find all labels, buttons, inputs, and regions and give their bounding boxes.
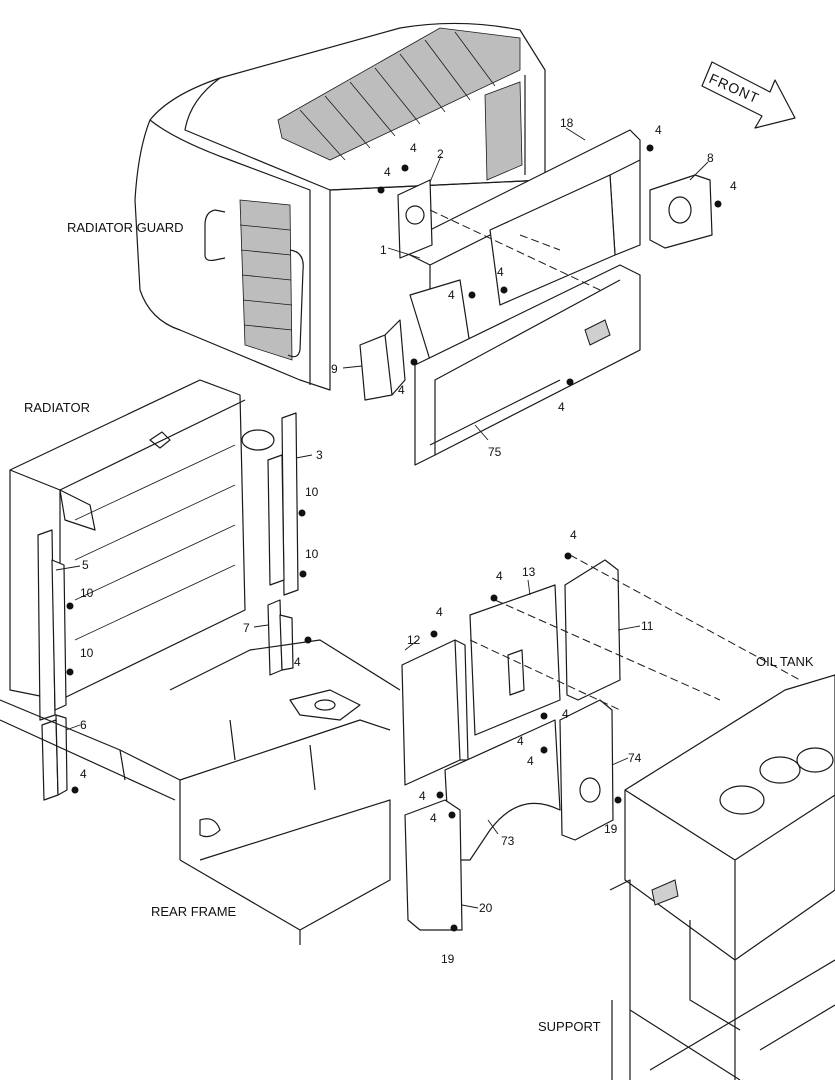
alignment-line-d	[494, 599, 721, 701]
callout-10: 10	[80, 646, 94, 660]
callout-numbers: 18 4 2 4 4 8 4 1 4 4 9 4 4 75 3 10 10 5 …	[80, 116, 737, 966]
part-5-strip	[37, 529, 67, 721]
part-75-panel	[414, 264, 641, 466]
alignment-line-b	[519, 234, 561, 251]
part-7-strip	[267, 599, 294, 676]
rear-grille	[484, 81, 523, 181]
label-support: SUPPORT	[538, 1019, 601, 1034]
callout-4: 4	[497, 265, 504, 279]
label-radiator-guard: RADIATOR GUARD	[67, 220, 184, 235]
bolts	[66, 144, 722, 932]
callout-18: 18	[560, 116, 574, 130]
callout-4: 4	[384, 165, 391, 179]
radiator-guard-housing	[134, 22, 546, 391]
callout-19: 19	[441, 952, 455, 966]
part-8-plate	[649, 174, 713, 249]
callout-6: 6	[80, 718, 87, 732]
callout-4: 4	[562, 707, 569, 721]
callout-8: 8	[707, 151, 714, 165]
callout-75: 75	[488, 445, 502, 459]
callout-4: 4	[448, 288, 455, 302]
part-2-plate	[397, 179, 433, 259]
label-oil-tank: OIL TANK	[756, 654, 814, 669]
part-13-panel	[469, 584, 561, 736]
top-grille	[277, 27, 521, 161]
part-73-panel	[444, 719, 561, 861]
oil-tank	[624, 674, 835, 961]
part-9-cover	[359, 319, 406, 401]
label-rear-frame: REAR FRAME	[151, 904, 237, 919]
callout-10: 10	[305, 485, 319, 499]
callout-12: 12	[407, 633, 421, 647]
part-20-panel	[404, 799, 463, 931]
part-6-strip	[41, 714, 68, 801]
rear-frame	[0, 639, 401, 945]
part-12-panel	[401, 639, 469, 786]
leader-lines	[55, 127, 709, 909]
callout-9: 9	[331, 362, 338, 376]
callout-4: 4	[570, 528, 577, 542]
callout-11: 11	[641, 619, 654, 633]
front-direction-arrow: FRONT	[701, 61, 796, 129]
part-11-panel	[564, 559, 621, 701]
callout-4: 4	[419, 789, 426, 803]
label-radiator: RADIATOR	[24, 400, 90, 415]
callout-4: 4	[655, 123, 662, 137]
callout-10: 10	[305, 547, 319, 561]
callout-19: 19	[604, 822, 618, 836]
callout-74: 74	[628, 751, 642, 765]
oil-tank-support	[609, 879, 835, 1080]
callout-3: 3	[316, 448, 323, 462]
callout-10: 10	[80, 586, 94, 600]
callout-4: 4	[436, 605, 443, 619]
door-handle	[204, 209, 226, 262]
alignment-line-c	[469, 639, 621, 711]
alignment-line-e	[569, 554, 801, 681]
part-74-panel	[559, 699, 614, 841]
callout-4: 4	[527, 754, 534, 768]
callout-4: 4	[430, 811, 437, 825]
callout-4: 4	[496, 569, 503, 583]
callout-7: 7	[243, 621, 250, 635]
callout-4: 4	[294, 655, 301, 669]
callout-4: 4	[558, 400, 565, 414]
side-grille	[239, 199, 304, 361]
callout-4: 4	[410, 141, 417, 155]
callout-5: 5	[82, 558, 89, 572]
callout-4: 4	[80, 767, 87, 781]
callout-4: 4	[398, 383, 405, 397]
alignment-line-a	[429, 209, 601, 291]
callout-73: 73	[501, 834, 515, 848]
callout-13: 13	[522, 565, 536, 579]
callout-4: 4	[517, 734, 524, 748]
callout-1: 1	[380, 243, 387, 257]
callout-2: 2	[437, 147, 444, 161]
part-3-strip	[267, 412, 299, 596]
callout-20: 20	[479, 901, 493, 915]
callout-4: 4	[730, 179, 737, 193]
